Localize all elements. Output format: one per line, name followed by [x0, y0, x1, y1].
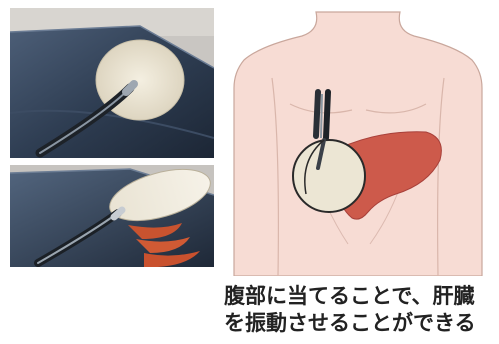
caption-line-1: 腹部に当てることで、肝臓: [224, 283, 499, 310]
photo-device-on-table: [10, 8, 214, 158]
photo-device-with-waves: [10, 165, 214, 267]
caption-line-2: を振動させることができる: [224, 310, 499, 337]
caption: 腹部に当てることで、肝臓 を振動させることができる: [224, 283, 499, 337]
torso-liver-illustration: [220, 8, 499, 276]
